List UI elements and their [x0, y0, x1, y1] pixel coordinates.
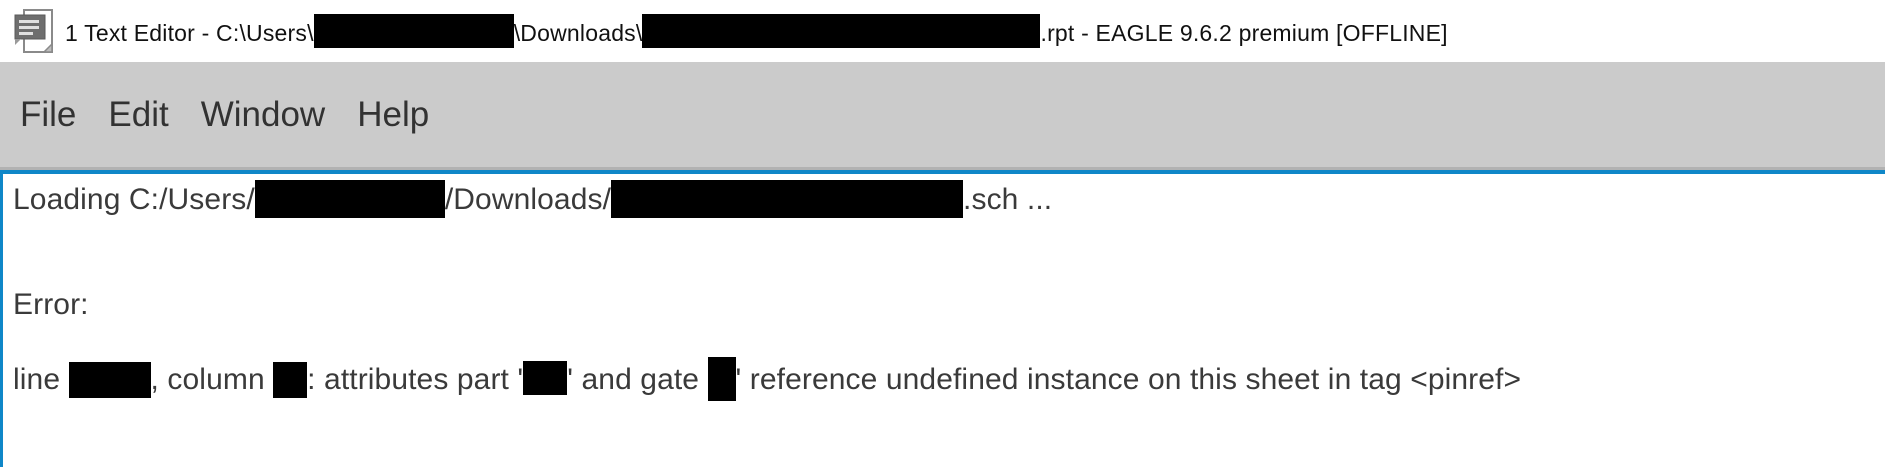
redacted-line-number: [68, 362, 151, 398]
title-text-before-user: 1 Text Editor - C:\Users\: [65, 20, 314, 46]
menu-file[interactable]: File: [20, 94, 77, 134]
menu-edit[interactable]: Edit: [108, 94, 169, 134]
redacted-username: [313, 14, 514, 48]
redacted-filename: [611, 180, 964, 218]
error-text-p5: ' reference undefined instance on this s…: [735, 363, 1522, 396]
error-text-p4: ' and gate: [567, 363, 708, 396]
redacted-column-number: [273, 362, 308, 398]
error-text-p1: line: [13, 363, 69, 396]
title-text-after-user: \Downloads\: [513, 20, 643, 46]
loading-line: Loading C:/Users/ /Downloads/ .sch ...: [13, 180, 1885, 218]
loading-text-after-user: /Downloads/: [444, 183, 612, 216]
menu-help[interactable]: Help: [357, 94, 430, 134]
error-detail-line: line , column : attributes part ' ' and g…: [13, 357, 1885, 401]
redacted-part-name: [523, 361, 568, 395]
redacted-filename: [642, 14, 1041, 48]
error-label: Error:: [13, 288, 89, 321]
loading-text-after-file: .sch ...: [963, 183, 1053, 216]
text-editor-content[interactable]: Loading C:/Users/ /Downloads/ .sch ... Err…: [0, 170, 1885, 467]
loading-text-before-user: Loading C:/Users/: [13, 183, 255, 216]
window-title-bar[interactable]: 1 Text Editor - C:\Users\ \Downloads\ .rpt…: [0, 0, 1885, 62]
menu-window[interactable]: Window: [200, 94, 326, 134]
window-title: 1 Text Editor - C:\Users\ \Downloads\ .rpt…: [65, 14, 1448, 48]
text-editor-document-icon: [14, 9, 53, 53]
redacted-gate-name: [707, 357, 736, 401]
menu-bar: File Edit Window Help: [0, 62, 1885, 170]
redacted-username: [254, 180, 445, 218]
error-text-p2: , column: [150, 363, 274, 396]
error-text-p3: : attributes part ': [307, 363, 524, 396]
title-text-after-file: .rpt - EAGLE 9.6.2 premium [OFFLINE]: [1040, 20, 1448, 46]
